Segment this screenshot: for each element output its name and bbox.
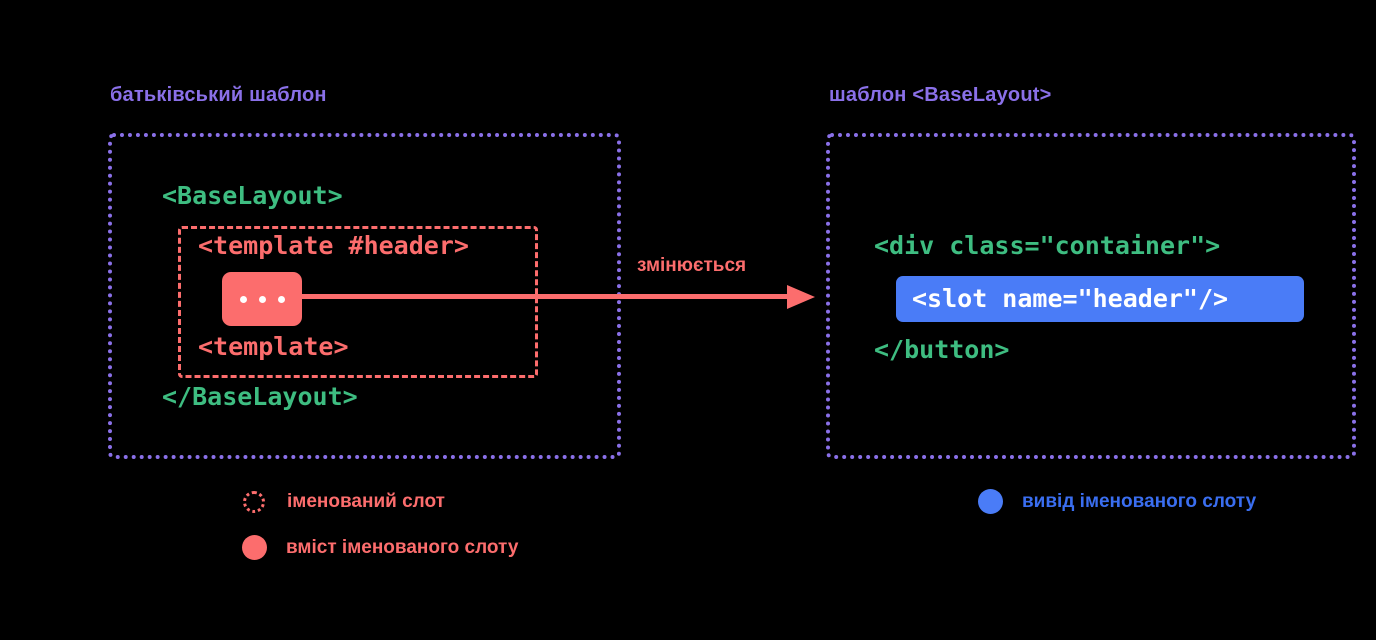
code-div-container-open-tag: <div class="container"> (874, 231, 1221, 260)
arrow-line-icon (300, 294, 790, 299)
arrow-head-icon (787, 285, 815, 309)
left-panel-heading: батьківський шаблон (110, 84, 327, 106)
code-slot-header-tag: <slot name="header"/> (912, 284, 1229, 313)
code-baselayout-open-tag: <BaseLayout> (162, 181, 343, 210)
dotted-circle-icon (243, 491, 265, 513)
code-baselayout-close-tag: </BaseLayout> (162, 382, 358, 411)
legend-item-named-slot-content: вміст іменованого слоту (242, 535, 518, 560)
filled-circle-icon (978, 489, 1003, 514)
code-button-close-tag: </button> (874, 335, 1010, 364)
legend-label-slot-output: вивід іменованого слоту (1022, 490, 1257, 512)
baselayout-template-panel (826, 133, 1356, 459)
named-slot-dashed-box (178, 226, 538, 378)
ellipsis-dot-icon (277, 295, 285, 303)
legend-label-named-slot-content: вміст іменованого слоту (286, 536, 519, 558)
filled-circle-icon (242, 535, 267, 560)
code-template-close-tag: <template> (198, 332, 349, 361)
slot-output-highlight-box (896, 276, 1304, 322)
legend-label-named-slot: іменований слот (287, 491, 445, 512)
right-panel-heading: шаблон <BaseLayout> (829, 84, 1052, 106)
legend-item-slot-output: вивід іменованого слоту (978, 489, 1256, 514)
code-template-header-open-tag: <template #header> (198, 231, 469, 260)
legend-item-named-slot: іменований слот (243, 491, 445, 513)
ellipsis-dot-icon (239, 295, 247, 303)
ellipsis-dot-icon (258, 295, 266, 303)
arrow-label: змінюється (637, 255, 747, 276)
named-slot-content-chip (222, 272, 302, 326)
